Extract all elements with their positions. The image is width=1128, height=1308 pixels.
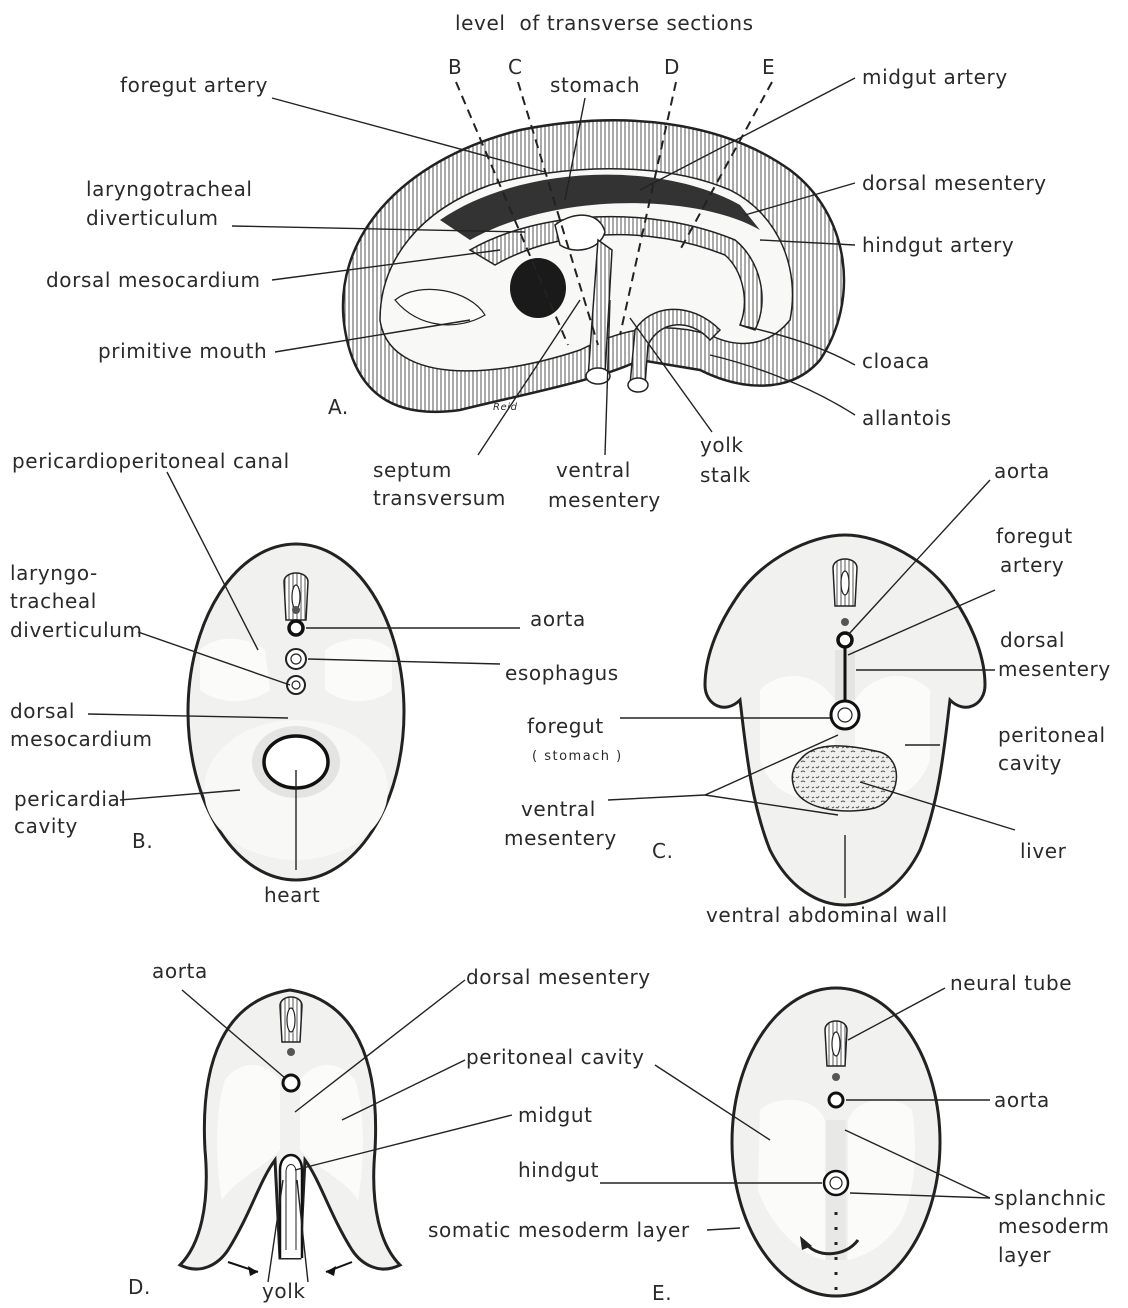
- label-liver: liver: [1020, 839, 1067, 863]
- neural-canal-e: [832, 1032, 840, 1056]
- label-foregut-artery: foregut artery: [120, 73, 268, 97]
- label-aorta-d: aorta: [152, 959, 208, 983]
- neural-canal-b: [292, 585, 300, 609]
- neural-canal-c: [841, 571, 849, 595]
- section-letter-e: E: [762, 55, 775, 79]
- label-dorsal-mesentery-c-2: mesentery: [998, 657, 1111, 681]
- label-splanchnic-2: mesoderm: [998, 1214, 1110, 1238]
- label-peritoneal-c-2: cavity: [998, 751, 1062, 775]
- label-ventral-mesentery-1: ventral: [556, 458, 631, 482]
- label-splanchnic-3: layer: [998, 1243, 1051, 1267]
- label-foregut-artery-2: artery: [1000, 553, 1064, 577]
- label-midgut-artery: midgut artery: [862, 65, 1008, 89]
- label-foregut: foregut: [527, 714, 604, 738]
- label-dorsal-mesocardium: dorsal mesocardium: [46, 268, 261, 292]
- panel-a-lateral-view: B C D E level of transverse sections for…: [46, 11, 1047, 512]
- liver-c: [792, 746, 896, 811]
- label-yolk-stalk-2: stalk: [700, 463, 751, 487]
- notochord-b: [292, 606, 300, 614]
- label-peritoneal-cavity-d: peritoneal cavity: [466, 1045, 645, 1069]
- label-pericardial-2: cavity: [14, 814, 78, 838]
- label-ventral-mesentery-c-1: ventral: [521, 797, 596, 821]
- neural-canal-d: [287, 1008, 295, 1032]
- panel-label-c: C.: [652, 839, 674, 863]
- pericardioperitoneal-canal-right: [325, 639, 392, 702]
- label-somatic-mesoderm: somatic mesoderm layer: [428, 1218, 690, 1242]
- panel-e-section: neural tube aorta hindgut splanchnic mes…: [428, 971, 1110, 1305]
- yolk-stalk-opening: [586, 368, 610, 384]
- label-laryngotracheal-1: laryngotracheal: [86, 177, 253, 201]
- label-heart: heart: [264, 883, 320, 907]
- artist-signature: Reid: [493, 402, 518, 413]
- label-dorsal-1: dorsal: [10, 699, 75, 723]
- notochord-d: [287, 1048, 295, 1056]
- label-allantois: allantois: [862, 406, 952, 430]
- aorta-c: [838, 633, 852, 647]
- label-laryngo-1: laryngo-: [10, 561, 98, 585]
- label-primitive-mouth: primitive mouth: [98, 339, 267, 363]
- label-aorta-c: aorta: [994, 459, 1050, 483]
- label-septum-1: septum: [373, 458, 452, 482]
- section-letter-d: D: [664, 55, 680, 79]
- notochord-e: [832, 1073, 840, 1081]
- panel-label-e: E.: [652, 1281, 672, 1305]
- label-laryngotracheal-2: diverticulum: [86, 206, 219, 230]
- label-aorta-b: aorta: [530, 607, 586, 631]
- esophagus-lumen-b: [291, 654, 301, 664]
- label-ventral-mesentery-2: mesentery: [548, 488, 661, 512]
- notochord-c: [841, 618, 849, 626]
- section-letter-b: B: [448, 55, 462, 79]
- label-yolk: yolk: [262, 1279, 306, 1303]
- label-stomach: stomach: [550, 73, 640, 97]
- label-septum-2: transversum: [373, 486, 506, 510]
- label-laryngo-2: tracheal: [10, 589, 97, 613]
- label-aorta-e: aorta: [994, 1088, 1050, 1112]
- label-hindgut-artery: hindgut artery: [862, 233, 1014, 257]
- label-cloaca: cloaca: [862, 349, 930, 373]
- aorta-b: [289, 621, 303, 635]
- panel-c-section: aorta foregut artery dorsal mesentery fo…: [504, 459, 1111, 927]
- panel-label-d: D.: [128, 1275, 151, 1299]
- label-neural-tube: neural tube: [950, 971, 1072, 995]
- label-peritoneal-c-1: peritoneal: [998, 723, 1106, 747]
- allantois-opening: [628, 378, 648, 392]
- label-dorsal-mesentery-d: dorsal mesentery: [466, 965, 651, 989]
- pericardioperitoneal-canal-left: [200, 639, 270, 702]
- midgut-d: [280, 1155, 302, 1258]
- diagram-title: level of transverse sections: [455, 11, 754, 35]
- label-esophagus: esophagus: [505, 661, 619, 685]
- panel-d-section: aorta dorsal mesentery peritoneal cavity…: [128, 959, 651, 1303]
- laryngotracheal-lumen-b: [292, 681, 300, 689]
- label-dorsal-mesentery: dorsal mesentery: [862, 171, 1047, 195]
- label-laryngo-3: diverticulum: [10, 618, 143, 642]
- aorta-d: [283, 1075, 299, 1091]
- aorta-e: [829, 1093, 843, 1107]
- label-pericardial-1: pericardial: [14, 787, 127, 811]
- label-foregut-artery-1: foregut: [996, 524, 1073, 548]
- label-dorsal-mesentery-c-1: dorsal: [1000, 628, 1065, 652]
- panel-label-a: A.: [328, 395, 349, 419]
- label-hindgut: hindgut: [518, 1158, 599, 1182]
- heart-bulge: [510, 258, 566, 318]
- label-splanchnic-1: splanchnic: [994, 1186, 1107, 1210]
- label-midgut: midgut: [518, 1103, 593, 1127]
- stomach-lumen-c: [838, 708, 852, 722]
- label-ventral-mesentery-c-2: mesentery: [504, 826, 617, 850]
- hindgut-lumen-e: [830, 1177, 842, 1189]
- label-ventral-abdominal-wall: ventral abdominal wall: [706, 903, 948, 927]
- label-stomach-note: ( stomach ): [532, 749, 623, 764]
- panel-label-b: B.: [132, 829, 153, 853]
- section-letter-c: C: [508, 55, 523, 79]
- label-pericardioperitoneal-canal: pericardioperitoneal canal: [12, 449, 290, 473]
- label-yolk-stalk-1: yolk: [700, 433, 744, 457]
- label-dorsal-2: mesocardium: [10, 727, 153, 751]
